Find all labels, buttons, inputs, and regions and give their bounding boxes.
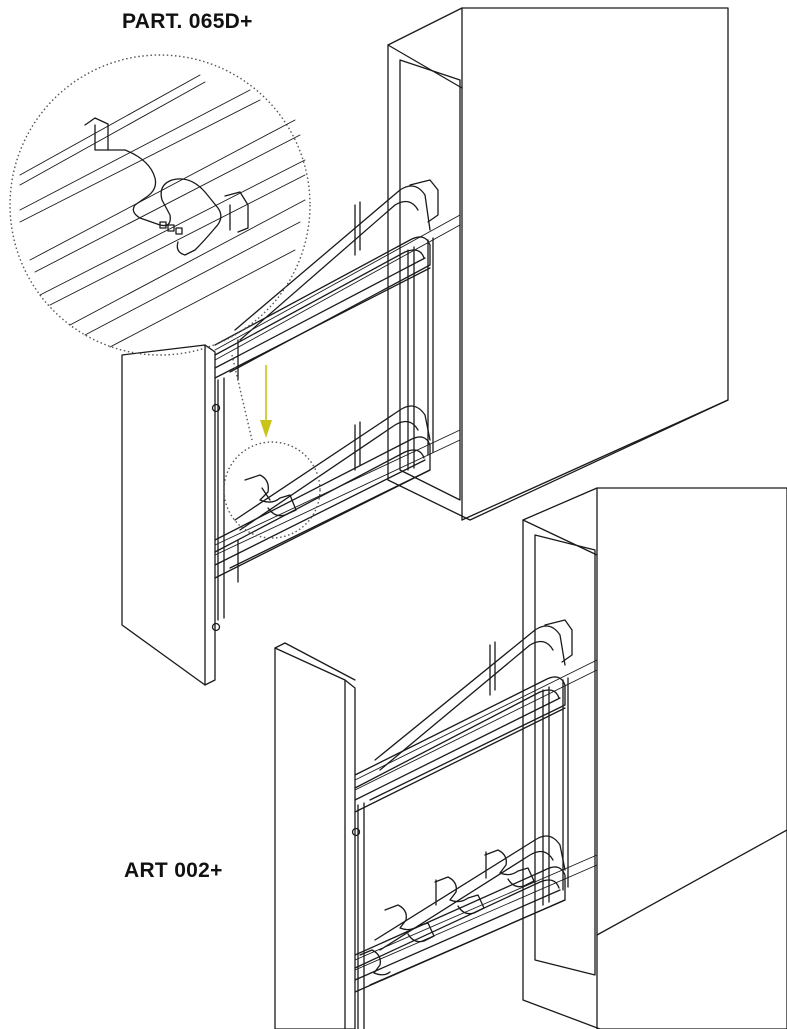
bottom-basket-lower-shelf — [354, 835, 566, 993]
top-front-panel — [121, 344, 221, 686]
detail-circle-small — [223, 441, 321, 539]
part-label-bottom: ART 002+ — [124, 859, 223, 882]
part-label-top: PART. 065D+ — [122, 10, 253, 33]
screw-icon — [351, 827, 361, 837]
bottom-basket-upper-shelf — [354, 619, 573, 813]
top-basket-lower-shelf — [214, 405, 431, 583]
top-basket-upper-shelf — [214, 179, 439, 381]
bottom-hooks — [359, 849, 535, 976]
bottom-cabinet — [522, 487, 787, 1029]
top-basket-frame — [217, 237, 434, 621]
detail-callout-line — [231, 354, 253, 441]
screw-icon — [211, 403, 221, 413]
detail-circle-large — [9, 54, 311, 356]
top-cabinet-side-panel — [387, 7, 729, 521]
detail-enlarged-hook — [19, 74, 306, 348]
bottom-front-panel — [274, 642, 361, 1029]
bottom-basket-frame — [357, 677, 569, 1029]
bottom-rails — [354, 659, 598, 971]
screw-icon — [211, 622, 221, 632]
top-cabinet — [387, 7, 729, 521]
down-arrow-icon — [260, 365, 272, 438]
hook-small — [244, 474, 297, 517]
